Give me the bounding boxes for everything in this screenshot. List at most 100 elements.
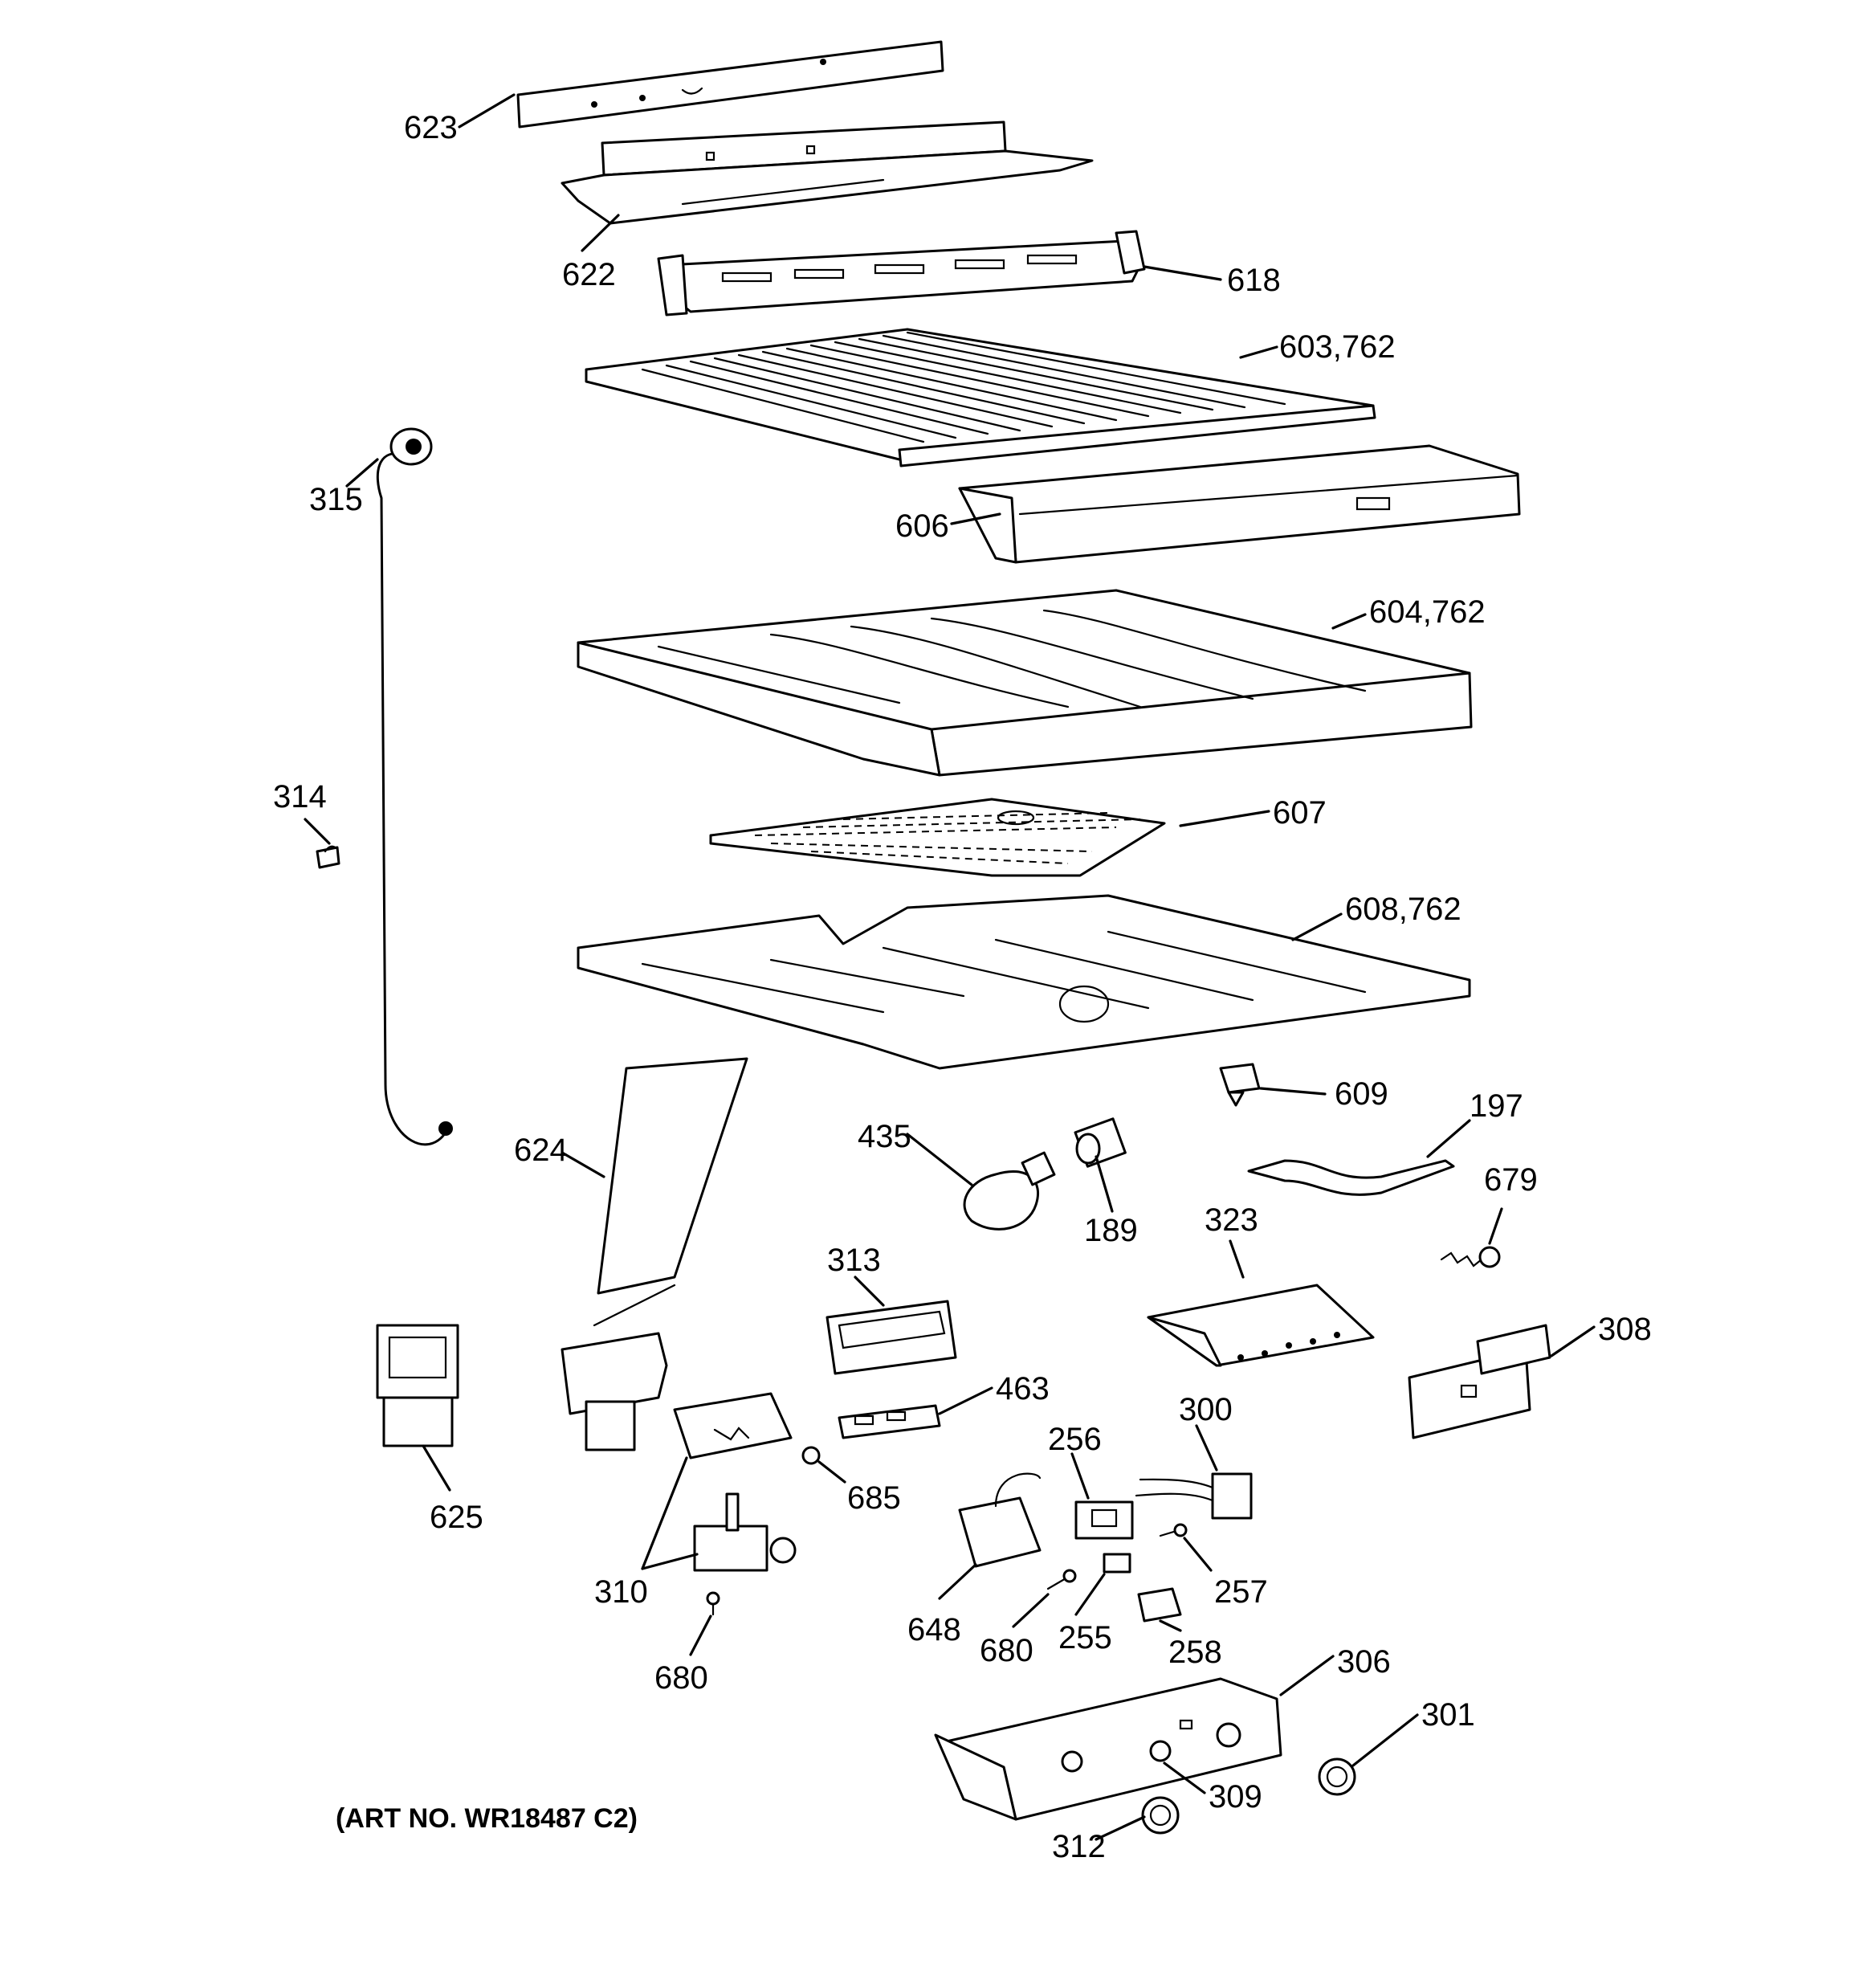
callout-623[interactable]: 623 [404,110,458,145]
callout-314[interactable]: 314 [273,779,327,814]
callout-648[interactable]: 648 [907,1612,961,1647]
callout-680-a[interactable]: 680 [980,1633,1033,1668]
callout-257[interactable]: 257 [1214,1574,1268,1610]
leader-680b [689,1614,712,1656]
leader-189 [1095,1155,1114,1213]
part-255-button[interactable] [1103,1553,1131,1574]
callout-313[interactable]: 313 [827,1243,881,1278]
leader-310a [641,1456,688,1570]
part-648-relay[interactable] [958,1472,1042,1568]
part-310-housing[interactable] [673,1392,793,1459]
leader-310b [641,1553,699,1570]
callout-679[interactable]: 679 [1484,1162,1538,1198]
part-300-switch[interactable] [1135,1472,1253,1520]
part-608-pan-cover[interactable] [577,894,1471,1070]
part-315-drain-tube[interactable] [376,427,453,1146]
leader-622 [581,214,620,252]
leader-435 [906,1133,973,1186]
callout-625[interactable]: 625 [430,1500,483,1535]
callout-255[interactable]: 255 [1058,1620,1112,1655]
part-306-control-housing[interactable] [934,1677,1282,1821]
part-624-panel[interactable] [561,1057,748,1451]
part-313-box[interactable] [826,1300,957,1375]
callout-622[interactable]: 622 [562,257,616,292]
callout-604-762[interactable]: 604,762 [1369,594,1486,630]
callout-310[interactable]: 310 [594,1574,648,1610]
callout-309[interactable]: 309 [1209,1779,1262,1815]
leader-685 [817,1460,846,1484]
callout-685[interactable]: 685 [847,1480,901,1516]
part-680-screw-b[interactable] [706,1591,720,1616]
leader-608 [1291,912,1343,941]
part-680-screw-a[interactable] [1046,1569,1077,1590]
leader-301 [1351,1713,1419,1767]
callout-312[interactable]: 312 [1052,1829,1106,1864]
part-189-socket[interactable] [1074,1117,1127,1168]
art-number: (ART NO. WR18487 C2) [336,1803,638,1834]
callout-618[interactable]: 618 [1227,263,1281,298]
leader-618 [1143,265,1222,281]
leader-323 [1229,1239,1245,1279]
leader-604 [1331,613,1367,630]
callout-624[interactable]: 624 [514,1133,568,1168]
part-314-clip[interactable] [316,845,340,869]
leader-306 [1279,1655,1335,1696]
callout-308[interactable]: 308 [1598,1312,1652,1347]
part-685-screw[interactable] [801,1446,821,1465]
leader-606 [950,512,1001,525]
part-435-bulb[interactable] [963,1151,1056,1231]
part-308-plate[interactable] [1408,1324,1551,1439]
part-301-knob[interactable] [1318,1757,1356,1796]
callout-609[interactable]: 609 [1335,1076,1388,1112]
part-323-bracket[interactable] [1147,1284,1375,1367]
callout-680-b[interactable]: 680 [654,1660,708,1696]
part-606-drawer-front[interactable] [958,444,1521,564]
part-625-damper[interactable] [376,1324,459,1447]
leader-308 [1550,1325,1596,1357]
callout-603-762[interactable]: 603,762 [1279,329,1396,365]
leader-603 [1239,345,1278,359]
leader-625 [422,1444,451,1492]
part-604-crisper-cover[interactable] [577,589,1473,777]
part-312-knob[interactable] [1141,1796,1180,1835]
part-256-switch[interactable] [1074,1500,1134,1540]
part-618-channel[interactable] [657,230,1146,316]
callout-300[interactable]: 300 [1179,1392,1233,1427]
part-622-cover[interactable] [561,120,1094,225]
leader-255 [1074,1573,1106,1616]
part-607-grille[interactable] [709,798,1166,877]
callout-607[interactable]: 607 [1273,795,1327,831]
leader-197 [1426,1119,1471,1158]
callout-189[interactable]: 189 [1084,1213,1138,1248]
callout-306[interactable]: 306 [1337,1644,1391,1680]
callout-608-762[interactable]: 608,762 [1345,892,1461,927]
leader-256 [1070,1452,1090,1500]
callout-256[interactable]: 256 [1048,1422,1102,1457]
callout-463[interactable]: 463 [996,1371,1050,1406]
leader-300 [1195,1424,1218,1472]
callout-606[interactable]: 606 [895,508,949,544]
leader-257 [1183,1537,1213,1572]
part-679-screw[interactable] [1440,1246,1501,1268]
part-257-screw[interactable] [1159,1523,1188,1537]
part-603-shelf[interactable] [585,328,1376,467]
leader-314 [304,818,331,845]
callout-258[interactable]: 258 [1168,1635,1222,1670]
part-463-insert[interactable] [838,1404,941,1439]
callout-197[interactable]: 197 [1470,1088,1523,1124]
part-623-strip[interactable] [516,40,944,129]
part-310-thermostat[interactable] [693,1492,797,1572]
leader-609 [1259,1087,1327,1096]
leader-309 [1163,1761,1206,1794]
leader-315 [345,458,379,488]
callout-435[interactable]: 435 [858,1119,911,1154]
callout-301[interactable]: 301 [1421,1697,1475,1733]
leader-312 [1095,1815,1146,1841]
leader-623 [458,93,516,129]
part-258-bezel[interactable] [1137,1587,1182,1623]
callout-315[interactable]: 315 [309,482,363,517]
part-197-harness[interactable] [1247,1159,1455,1196]
part-609-cap[interactable] [1219,1063,1261,1107]
callout-323[interactable]: 323 [1205,1202,1258,1238]
callout-labels: 623 622 618 603,762 315 606 604,762 314 … [273,110,1652,1864]
